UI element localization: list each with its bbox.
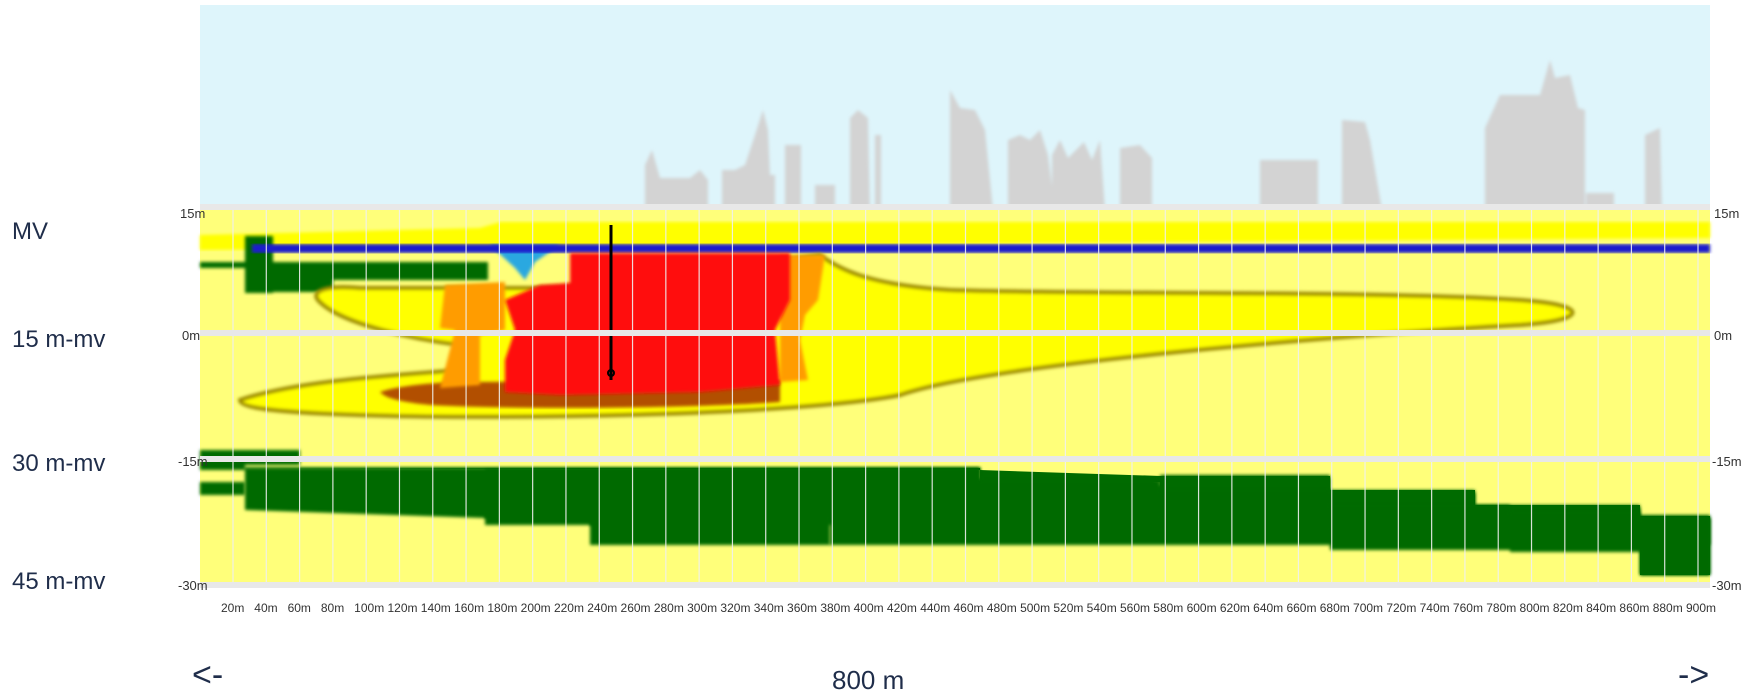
distance-tick-label: 680m	[1320, 601, 1350, 615]
distance-tick-label: 800m	[1520, 601, 1550, 615]
elevation-label-right-minus30: -30m	[1712, 578, 1742, 593]
distance-tick-label: 840m	[1586, 601, 1616, 615]
depth-label-mv: MV	[12, 218, 48, 245]
distance-tick-label: 560m	[1120, 601, 1150, 615]
distance-scale-label: 800 m	[832, 665, 905, 695]
upper-clay-layer	[200, 236, 488, 293]
distance-tick-label: 180m	[487, 601, 517, 615]
distance-tick-label: 260m	[621, 601, 651, 615]
ditch	[490, 245, 560, 280]
scroll-left-arrow[interactable]: <-	[192, 656, 224, 694]
depth-label-45: 45 m-mv	[12, 568, 106, 595]
distance-tick-label: 160m	[454, 601, 484, 615]
elevation-label-left-0: 0m	[182, 328, 200, 343]
distance-tick-label: 320m	[720, 601, 750, 615]
distance-tick-label: 500m	[1020, 601, 1050, 615]
elevation-label-left-minus30: -30m	[178, 578, 208, 593]
scroll-right-arrow[interactable]: ->	[1678, 656, 1710, 694]
distance-tick-label: 100m	[354, 601, 384, 615]
distance-tick-label: 760m	[1453, 601, 1483, 615]
distance-tick-label: 720m	[1386, 601, 1416, 615]
distance-tick-label: 20m	[221, 601, 244, 615]
distance-tick-label: 900m	[1686, 601, 1716, 615]
distance-tick-label: 860m	[1619, 601, 1649, 615]
distance-tick-label: 460m	[954, 601, 984, 615]
elevation-labels-left: 15m 0m -15m -30m	[178, 206, 208, 593]
lower-clay-fill	[245, 468, 1710, 575]
distance-tick-label: 640m	[1253, 601, 1283, 615]
elevation-label-right-0: 0m	[1714, 328, 1732, 343]
vertical-grid	[232, 210, 1699, 588]
distance-tick-label: 580m	[1153, 601, 1183, 615]
distance-tick-label: 420m	[887, 601, 917, 615]
distance-tick-label: 200m	[521, 601, 551, 615]
distance-tick-label: 440m	[920, 601, 950, 615]
building-skyline	[645, 60, 1662, 210]
distance-tick-label: 60m	[288, 601, 311, 615]
distance-tick-label: 520m	[1053, 601, 1083, 615]
elevation-label-right-15: 15m	[1714, 206, 1739, 221]
distance-tick-label: 820m	[1553, 601, 1583, 615]
distance-tick-label: 220m	[554, 601, 584, 615]
topsoil-band	[200, 222, 1710, 250]
depth-label-30: 30 m-mv	[12, 450, 106, 477]
elevation-label-left-minus15: -15m	[178, 454, 208, 469]
distance-tick-label: 240m	[587, 601, 617, 615]
distance-tick-label: 300m	[687, 601, 717, 615]
distance-tick-label: 400m	[854, 601, 884, 615]
distance-tick-label: 120m	[387, 601, 417, 615]
elevation-label-left-15: 15m	[180, 206, 205, 221]
lower-clay-mass	[245, 468, 1710, 575]
distance-tick-label: 600m	[1187, 601, 1217, 615]
distance-tick-label: 40m	[254, 601, 277, 615]
distance-tick-label: 880m	[1653, 601, 1683, 615]
distance-tick-label: 360m	[787, 601, 817, 615]
distance-tick-label: 740m	[1420, 601, 1450, 615]
plume-red-core	[505, 253, 790, 395]
distance-tick-label: 480m	[987, 601, 1017, 615]
distance-tick-label: 700m	[1353, 601, 1383, 615]
distance-tick-label: 780m	[1486, 601, 1516, 615]
elevation-labels-right: 15m 0m -15m -30m	[1712, 206, 1742, 593]
horizontal-grid	[200, 204, 1710, 588]
elevation-label-right-minus15: -15m	[1712, 454, 1742, 469]
groundwater-line	[252, 244, 1710, 253]
distance-tick-label: 340m	[754, 601, 784, 615]
distance-tick-label: 620m	[1220, 601, 1250, 615]
distance-tick-label: 140m	[421, 601, 451, 615]
distance-tick-label: 660m	[1286, 601, 1316, 615]
depth-label-15: 15 m-mv	[12, 326, 106, 353]
distance-tick-label: 280m	[654, 601, 684, 615]
distance-tick-label: 380m	[820, 601, 850, 615]
distance-tick-label: 540m	[1087, 601, 1117, 615]
distance-tick-label: 80m	[321, 601, 344, 615]
